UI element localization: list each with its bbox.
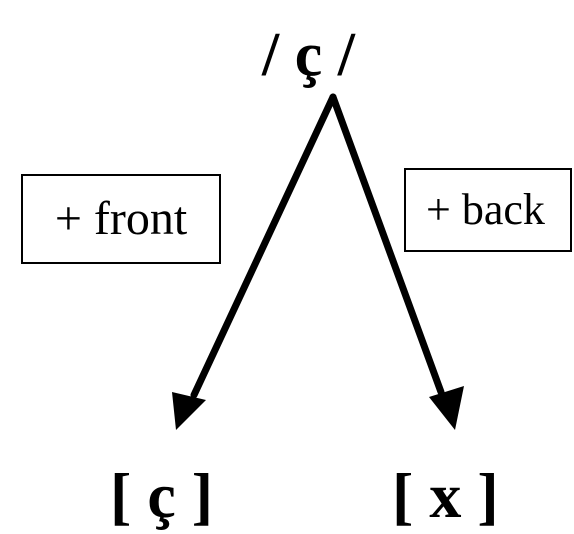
arrow-left-shaft bbox=[190, 93, 337, 399]
back-condition-label: + back bbox=[426, 185, 545, 234]
arrow-right-head bbox=[429, 386, 464, 430]
phoneme-label: / ç / bbox=[262, 21, 355, 89]
front-condition-label: + front bbox=[54, 192, 188, 245]
front-condition-box: + front bbox=[21, 174, 221, 264]
back-condition-box: + back bbox=[404, 168, 572, 252]
back-allophone-label: [ x ] bbox=[392, 460, 499, 531]
arrow-right-shaft bbox=[329, 93, 445, 396]
arrow-left-head bbox=[172, 392, 206, 430]
front-allophone-label: [ ç ] bbox=[110, 460, 214, 531]
